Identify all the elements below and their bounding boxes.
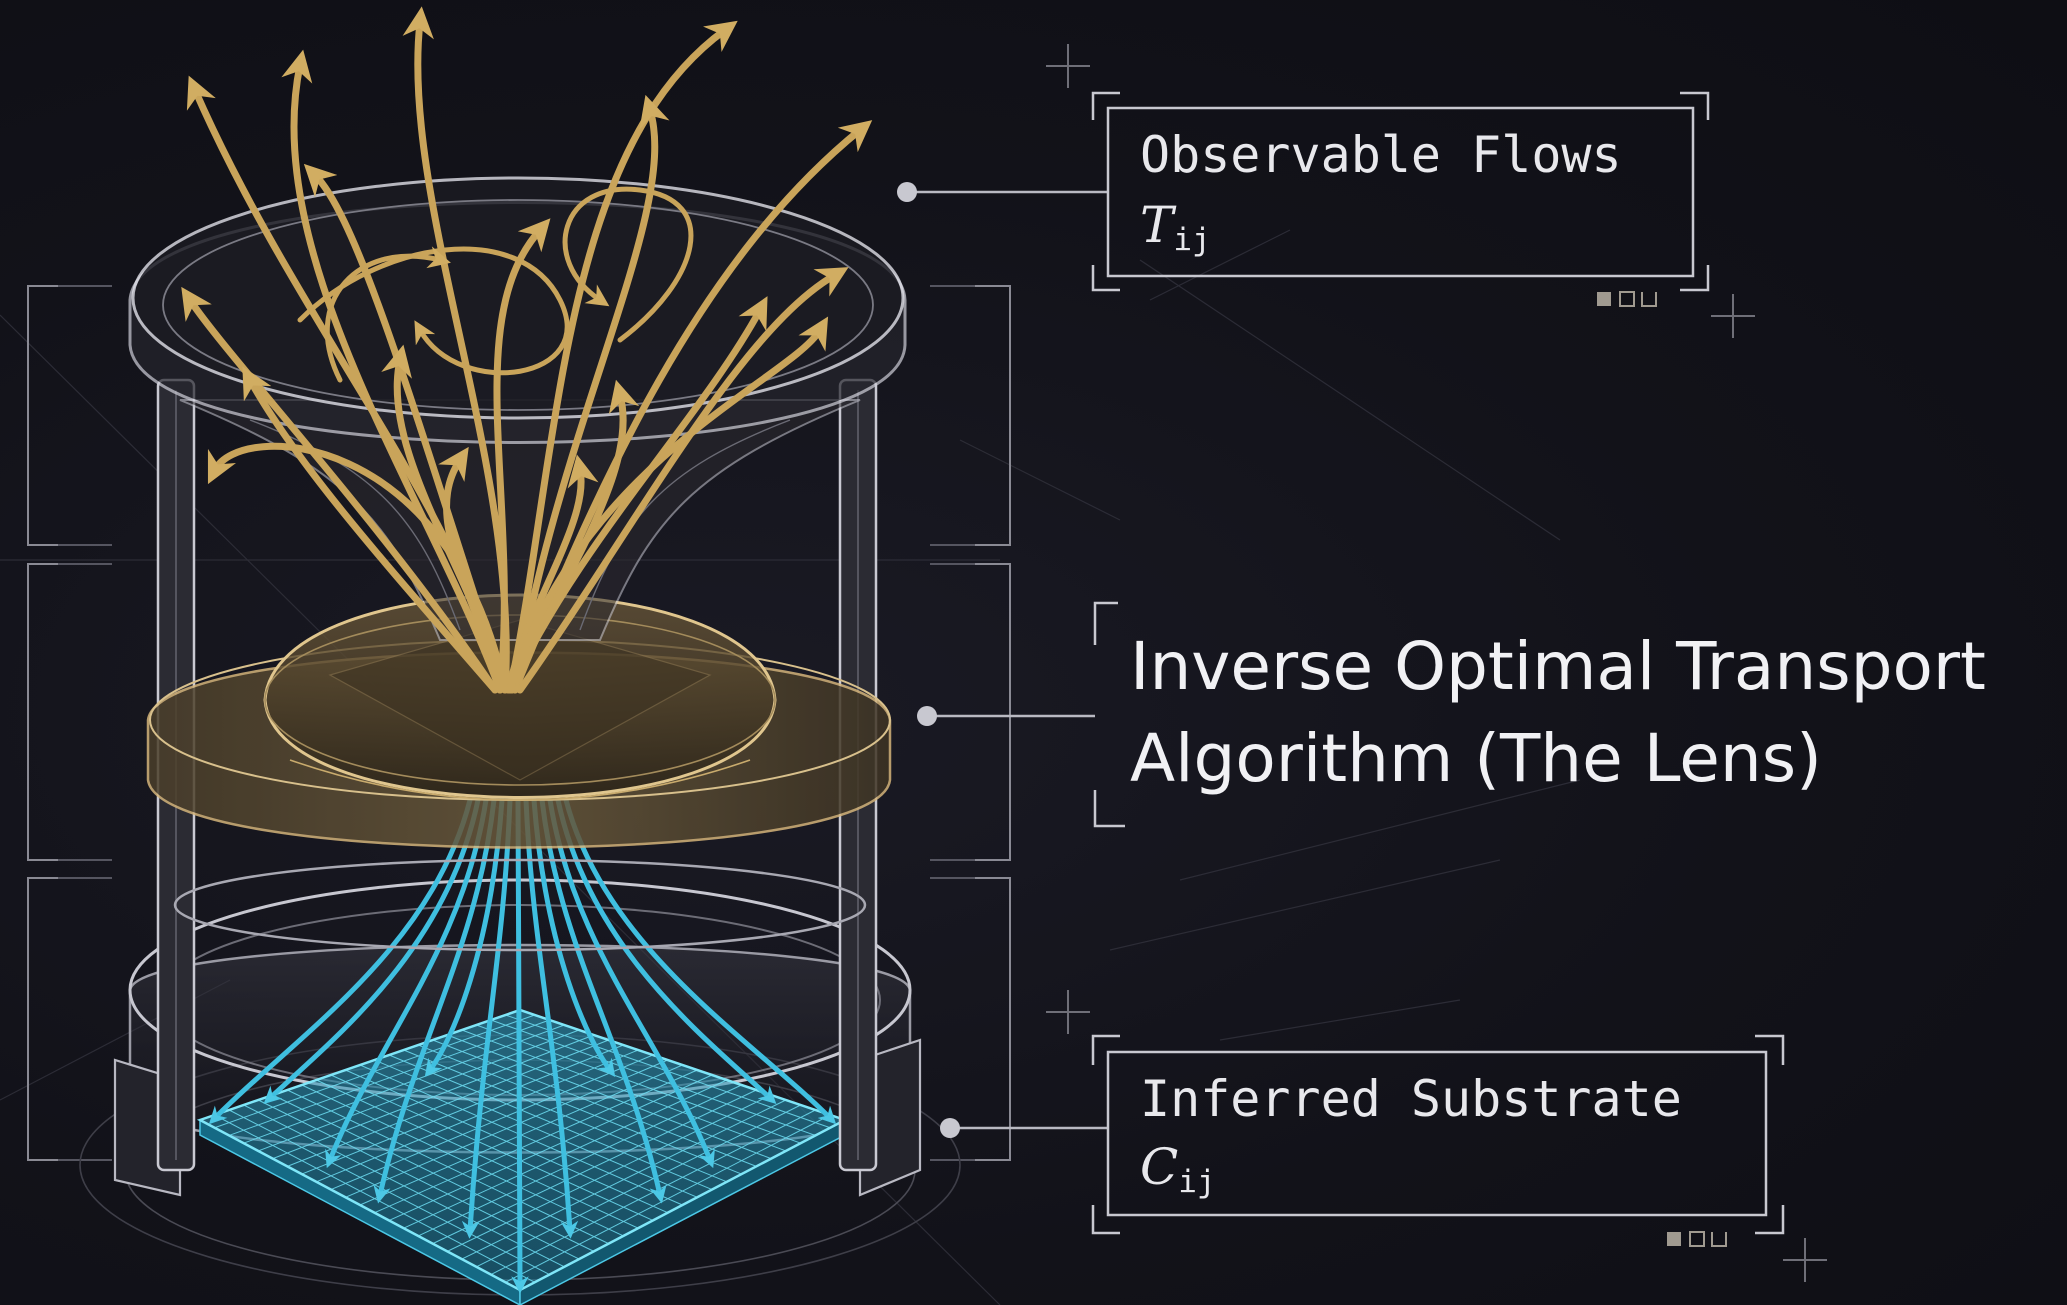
grid-line bbox=[490, 1019, 816, 1136]
cyan-flow-line bbox=[208, 797, 473, 1125]
gold-flow-arrow bbox=[493, 218, 551, 694]
substrate-symbol-subscript: ij bbox=[1178, 1163, 1216, 1200]
grid-line bbox=[374, 1059, 698, 1198]
grid-line bbox=[476, 1024, 801, 1144]
grid-line bbox=[432, 1089, 757, 1245]
grid-line bbox=[388, 1054, 713, 1191]
lens-title-line-1: Inverse Optimal Transport bbox=[1130, 628, 1986, 705]
lens-band bbox=[146, 593, 892, 849]
cyan-flow-line bbox=[424, 797, 505, 1078]
gold-flow-arrows bbox=[181, 6, 873, 694]
inferred-substrate-title: Inferred Substrate bbox=[1140, 1070, 1682, 1128]
cyan-flow-line bbox=[511, 797, 529, 1294]
cyan-flow-line bbox=[539, 797, 667, 1204]
cyan-flow-line bbox=[555, 797, 777, 1104]
grid-line bbox=[447, 1034, 772, 1160]
lens-title-line-2: Algorithm (The Lens) bbox=[1130, 720, 1822, 797]
connector-dots bbox=[897, 182, 960, 1138]
grid-line bbox=[461, 1099, 787, 1260]
substrate-label-frame bbox=[1091, 1034, 1785, 1235]
gold-swirl-arrow bbox=[324, 246, 451, 383]
frame-status-glyphs bbox=[1597, 291, 1727, 1247]
gold-flow-arrow bbox=[242, 366, 499, 694]
grid-line bbox=[476, 1104, 801, 1268]
cyan-flow-line bbox=[523, 797, 579, 1239]
inferred-substrate-symbol: Cij bbox=[1140, 1138, 1216, 1200]
gold-flow-arrow bbox=[511, 94, 670, 694]
connector-lines bbox=[908, 190, 1108, 1130]
left-brackets bbox=[27, 285, 112, 1161]
grid-line bbox=[417, 1044, 742, 1175]
grid-line bbox=[403, 1049, 728, 1183]
cyan-flow-line bbox=[531, 797, 616, 1078]
cyan-flow-line bbox=[547, 797, 715, 1169]
crosshair-marks bbox=[1046, 44, 1827, 1282]
lower-ring bbox=[173, 858, 867, 952]
grid-line bbox=[388, 1074, 713, 1221]
observable-flows-title: Observable Flows bbox=[1140, 126, 1622, 184]
gold-flow-arrow bbox=[207, 442, 509, 694]
grid-line bbox=[374, 1069, 698, 1214]
observable-label-frame bbox=[1091, 91, 1710, 292]
cyan-flow-line bbox=[563, 797, 837, 1125]
cyan-flow-line bbox=[263, 797, 481, 1104]
lens-label-brackets bbox=[1093, 601, 1125, 828]
observable-flows-symbol: Tij bbox=[1140, 196, 1211, 258]
observable-symbol-subscript: ij bbox=[1173, 221, 1211, 258]
substrate-symbol-letter: C bbox=[1140, 1138, 1179, 1196]
right-brackets bbox=[930, 285, 1011, 1161]
cyan-flow-line bbox=[325, 797, 489, 1169]
observable-symbol-letter: T bbox=[1140, 196, 1174, 254]
gold-flow-arrow bbox=[506, 20, 738, 694]
gold-swirl-arrow bbox=[297, 246, 570, 376]
grid-line bbox=[461, 1029, 787, 1152]
gold-flow-arrow bbox=[506, 316, 829, 694]
grid-line bbox=[447, 1094, 772, 1252]
gold-swirl-arrow bbox=[562, 186, 694, 343]
grid-line bbox=[505, 1114, 831, 1283]
gold-flow-arrow bbox=[281, 49, 504, 694]
cyan-flow-line bbox=[461, 797, 513, 1239]
cyan-flow-line bbox=[373, 797, 497, 1204]
